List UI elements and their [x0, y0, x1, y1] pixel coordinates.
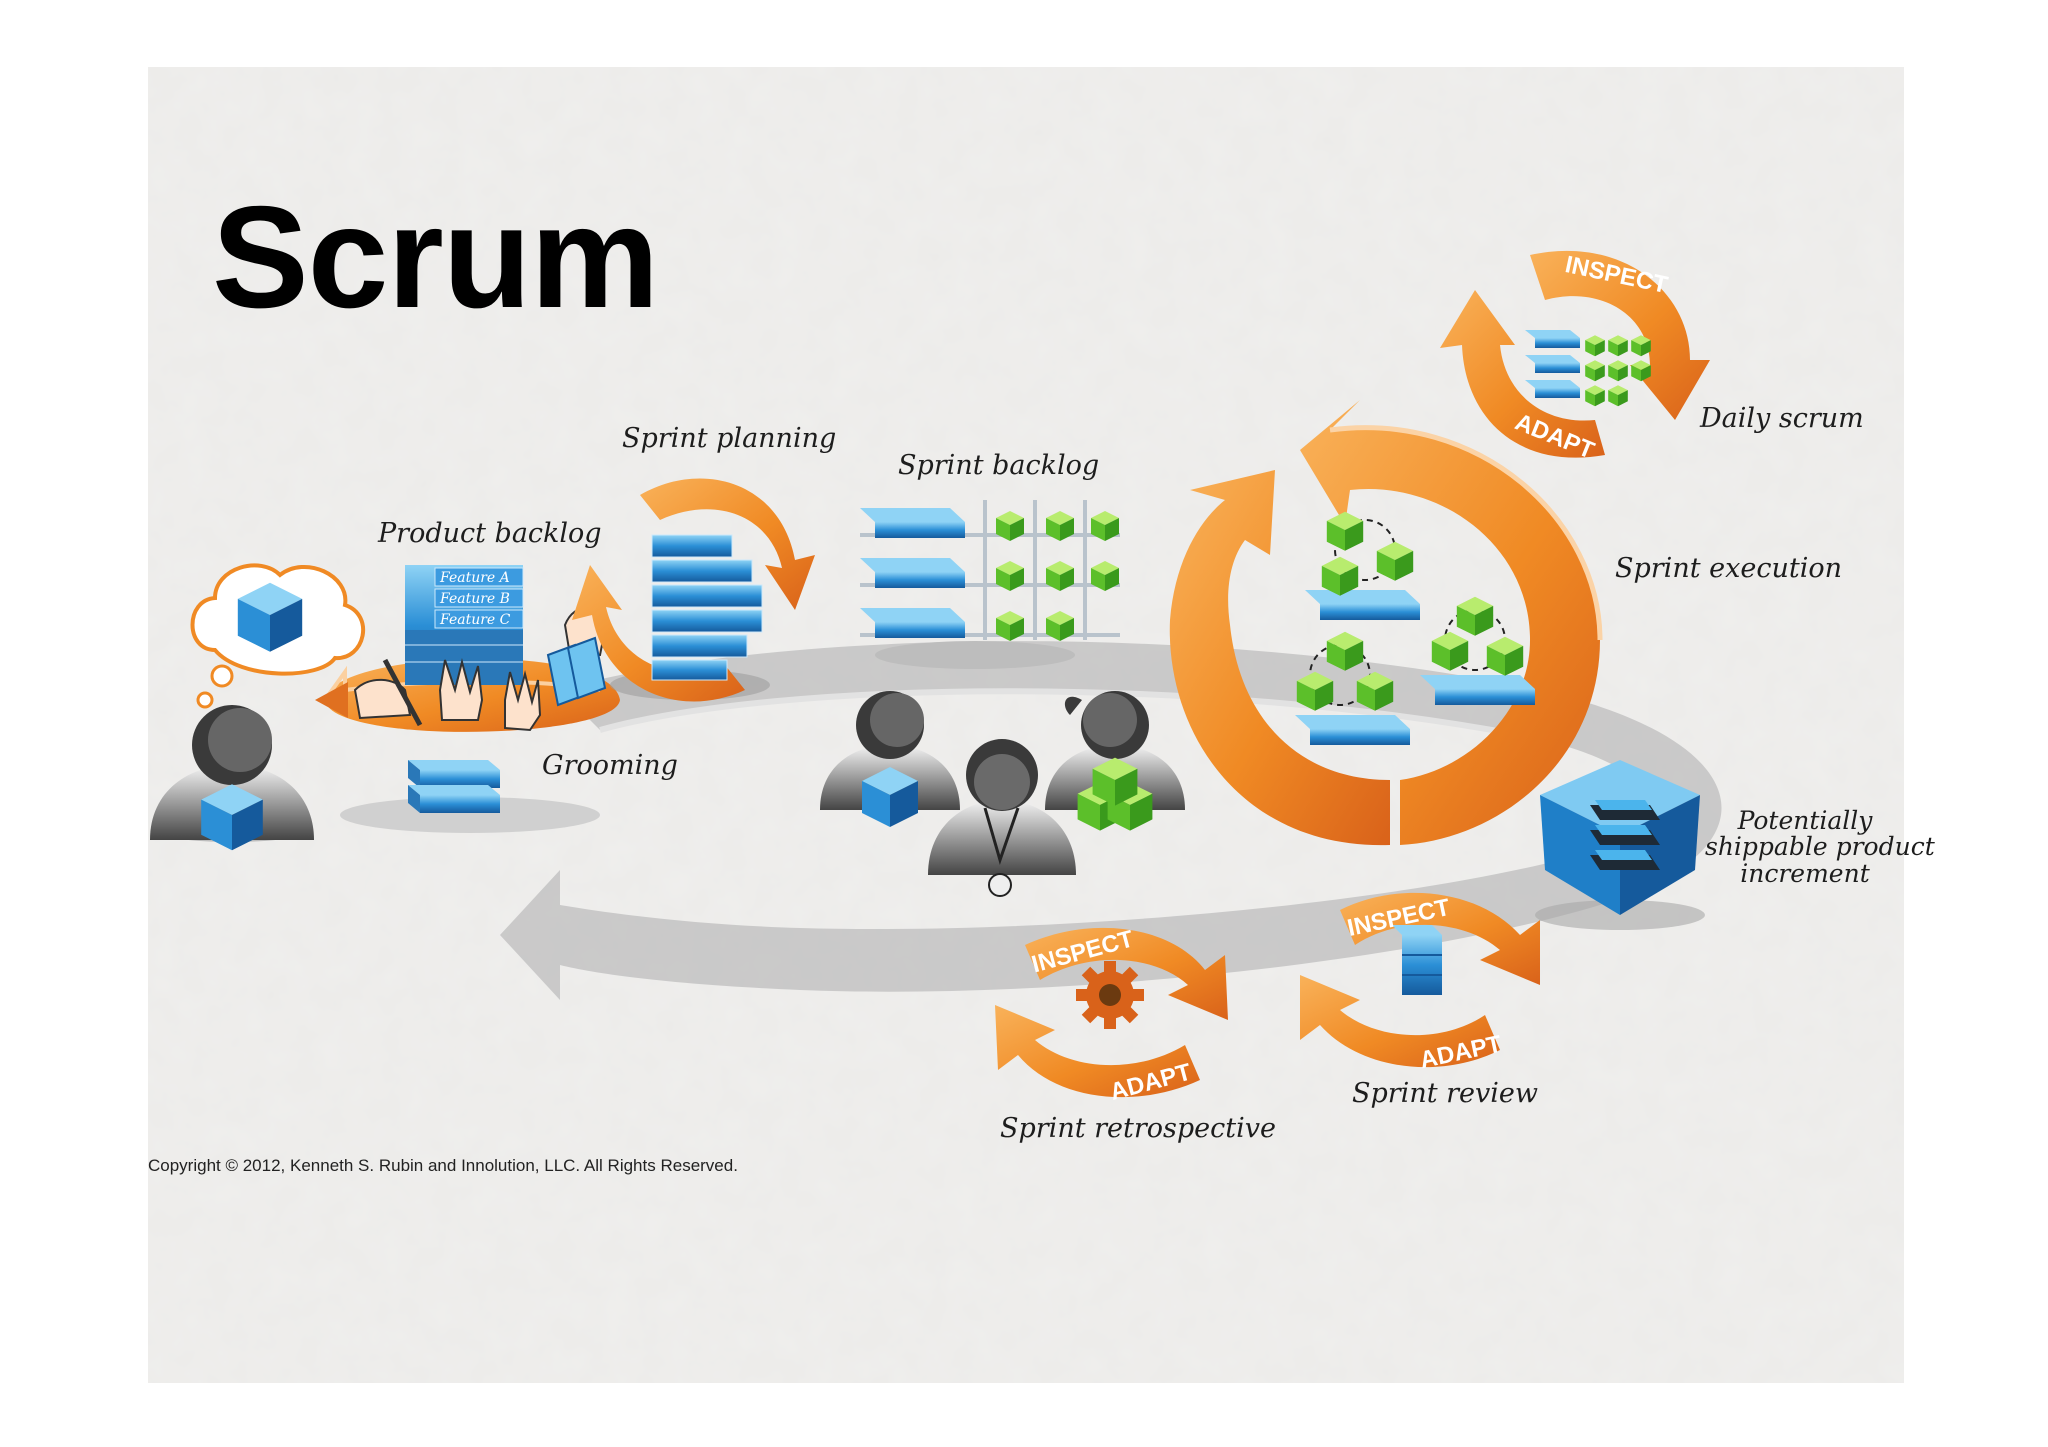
- daily-scrum-cycle: INSPECT ADAPT: [1440, 250, 1710, 465]
- potentially-shippable-label: Potentially shippable product increment: [1705, 806, 1935, 888]
- grooming-label: Grooming: [542, 750, 678, 781]
- sprint-retrospective-label: Sprint retrospective: [1000, 1113, 1276, 1144]
- product-backlog-label: Product backlog: [378, 518, 602, 549]
- sprint-execution-label: Sprint execution: [1615, 553, 1842, 584]
- sprint-planning-label: Sprint planning: [622, 423, 837, 454]
- page-title: Scrum: [212, 176, 659, 338]
- potentially-shippable-line3: increment: [1740, 858, 1870, 888]
- thought-cloud-icon: [190, 563, 365, 709]
- potentially-shippable-line1: Potentially: [1737, 806, 1873, 835]
- increment-cube-icon: [1535, 760, 1705, 930]
- scrum-team-icon: [820, 691, 1185, 897]
- daily-scrum-label: Daily scrum: [1700, 403, 1864, 434]
- feature-b-label: Feature B: [439, 591, 510, 607]
- product-owner-icon: [150, 705, 314, 851]
- sprint-backlog-label: Sprint backlog: [898, 450, 1100, 481]
- team-hands-icon: [353, 607, 607, 732]
- sprint-backlog-grid: [860, 500, 1120, 669]
- sprint-review-label: Sprint review: [1352, 1078, 1539, 1109]
- feature-a-label: Feature A: [439, 570, 510, 586]
- sprint-review-cycle: INSPECT ADAPT: [1300, 892, 1540, 1074]
- product-backlog-stack: [405, 565, 524, 685]
- copyright-notice: Copyright © 2012, Kenneth S. Rubin and I…: [148, 1156, 738, 1175]
- sprint-planning-icon: [572, 478, 815, 702]
- sprint-execution-cycle: [1169, 400, 1603, 846]
- feature-c-label: Feature C: [439, 612, 511, 628]
- gear-icon: [1076, 961, 1144, 1029]
- sprint-retrospective-cycle: INSPECT ADAPT: [995, 925, 1228, 1106]
- potentially-shippable-line2: shippable product: [1705, 832, 1935, 862]
